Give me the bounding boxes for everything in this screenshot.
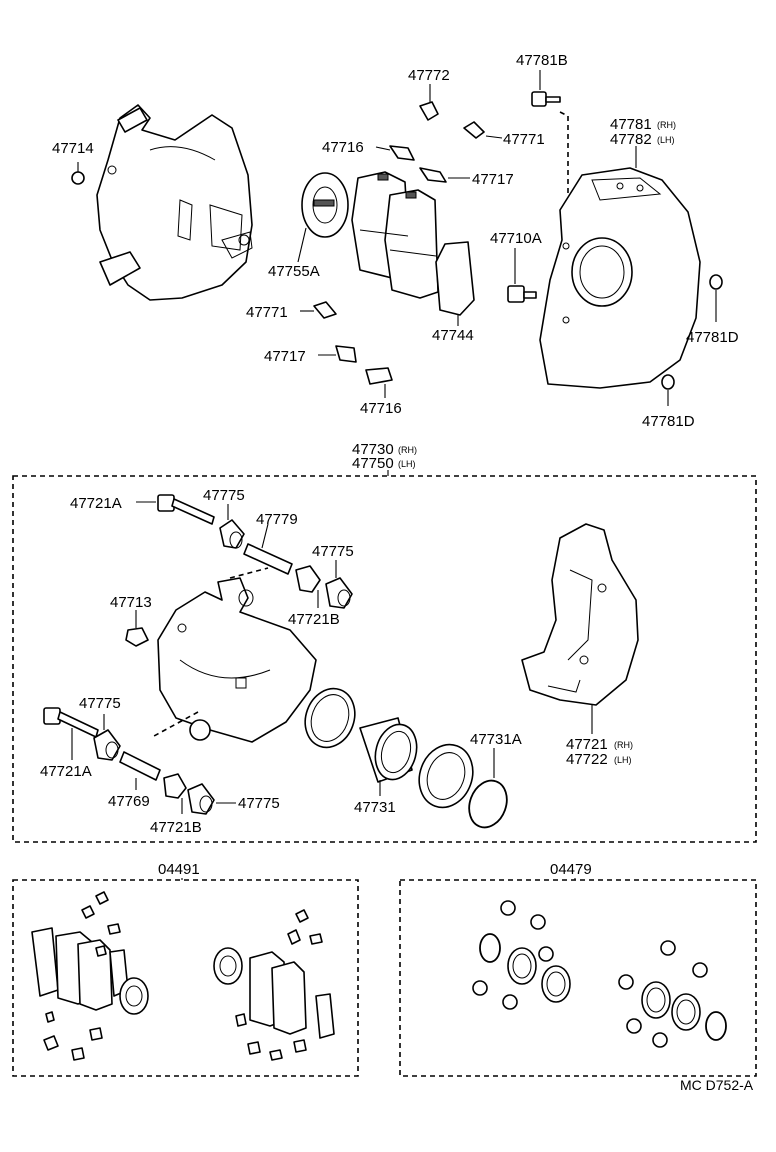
label-47721: 47721 [566, 736, 608, 753]
label-47710A: 47710A [490, 230, 542, 247]
label-47775-d: 47775 [238, 795, 280, 812]
caliper-assembly-frame [12, 475, 757, 843]
piston-seal-ring [304, 687, 356, 749]
label-47730-side: (RH) [398, 445, 417, 455]
label-47755A: 47755A [268, 263, 320, 280]
label-47750-side: (LH) [398, 459, 416, 469]
bushing-47775-b: 47775 [312, 543, 354, 609]
dust-cover-47781-47782: 47781 (RH) 47782 (LH) [539, 116, 701, 389]
label-47781: 47781 [610, 116, 652, 133]
label-47731: 47731 [354, 799, 396, 816]
torque-plate-47721-47722: 47721 (RH) 47722 (LH) [521, 523, 639, 768]
clip-47717-top: 47717 [419, 167, 514, 188]
label-47721B-bottom: 47721B [150, 819, 202, 836]
nut-47781D-a: 47781D [686, 274, 739, 346]
kit-04479-seal-set-right [618, 940, 727, 1048]
bleeder-cap-47714: 47714 [52, 140, 94, 185]
label-47779: 47779 [256, 511, 298, 528]
label-47744: 47744 [432, 327, 474, 344]
set-ring-47731A: 47731A [468, 731, 522, 829]
label-47721A-bottom: 47721A [40, 763, 92, 780]
kit-04479-seal-set-left [472, 900, 571, 1010]
kit-04479-frame [399, 879, 757, 1077]
pin-47769: 47769 [108, 751, 161, 810]
label-47722: 47722 [566, 751, 608, 768]
label-kit-04479: 04479 [550, 861, 592, 878]
kit-04491-pad-set-left [31, 891, 149, 1061]
label-47772: 47772 [408, 67, 450, 84]
bushing-47775-d: 47775 [187, 783, 280, 815]
clip-47717-mid: 47717 [264, 345, 357, 365]
clip-47771-top: 47771 [463, 121, 545, 148]
label-47775-b: 47775 [312, 543, 354, 560]
label-47722-side: (LH) [614, 755, 632, 765]
pin-47779: 47779 [243, 511, 298, 575]
label-47771-top: 47771 [503, 131, 545, 148]
label-47730: 47730 [352, 441, 394, 458]
label-47750: 47750 [352, 455, 394, 472]
clip-47716-top: 47716 [322, 139, 415, 161]
label-47769: 47769 [108, 793, 150, 810]
shim-47744: 47744 [432, 241, 475, 344]
bushing-47775-c: 47775 [79, 695, 121, 761]
bleeder-plug-47713: 47713 [110, 594, 152, 647]
shim-47755A: 47755A [268, 172, 349, 280]
label-47781D-b: 47781D [642, 413, 695, 430]
label-47782-side: (LH) [657, 135, 675, 145]
kit-04491-pad-set-right [213, 909, 335, 1061]
piston-47731: 47731 [354, 717, 418, 816]
label-47717-top: 47717 [472, 171, 514, 188]
bushing-47775-a: 47775 [203, 487, 245, 549]
label-47781D-a: 47781D [686, 329, 739, 346]
label-47731A: 47731A [470, 731, 522, 748]
bolt-47721A-bottom: 47721A [40, 707, 99, 780]
label-47771-mid: 47771 [246, 304, 288, 321]
label-47714: 47714 [52, 140, 94, 157]
cylinder-boot [418, 743, 474, 809]
label-47781-side: (RH) [657, 120, 676, 130]
label-47716-mid: 47716 [360, 400, 402, 417]
bolt-47781B: 47781B [516, 52, 584, 197]
bushing-47721B-top: 47721B [288, 565, 340, 628]
caliper-housing-drawing [96, 104, 253, 301]
clip-47771-mid: 47771 [246, 301, 337, 321]
label-kit-04491: 04491 [158, 861, 200, 878]
clip-47772: 47772 [408, 67, 450, 121]
label-47775-a: 47775 [203, 487, 245, 504]
label-47721A-top: 47721A [70, 495, 122, 512]
label-47721B-top: 47721B [288, 611, 340, 628]
bolt-47710A: 47710A [490, 230, 542, 303]
bushing-47721B-bottom: 47721B [150, 773, 202, 836]
label-47782: 47782 [610, 131, 652, 148]
clip-47716-mid: 47716 [360, 367, 402, 417]
bolt-47721A-top: 47721A [70, 494, 215, 525]
label-47721-side: (RH) [614, 740, 633, 750]
label-47716-top: 47716 [322, 139, 364, 156]
kit-04491-frame [12, 879, 359, 1077]
label-47781B: 47781B [516, 52, 568, 69]
drawing-code: MC D752-A [680, 1077, 754, 1093]
caliper-cylinder-body [153, 567, 317, 743]
label-47717-mid: 47717 [264, 348, 306, 365]
brake-pad-pair-drawing [351, 171, 439, 299]
nut-47781D-b: 47781D [642, 374, 695, 430]
label-47713: 47713 [110, 594, 152, 611]
label-47775-c: 47775 [79, 695, 121, 712]
